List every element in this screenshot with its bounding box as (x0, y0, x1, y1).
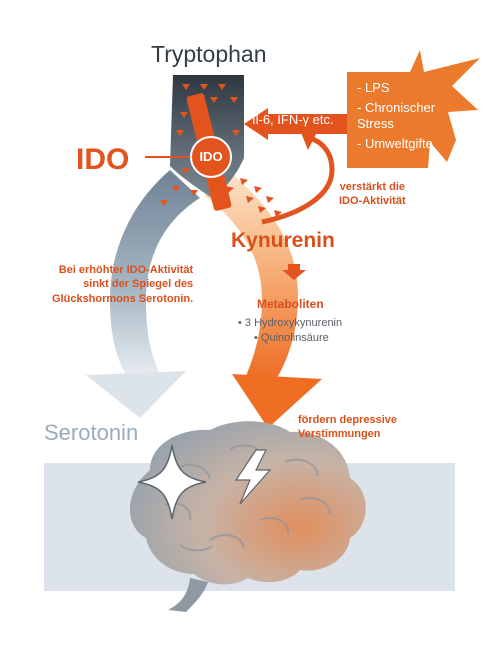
trigger-item: - LPS (357, 80, 390, 95)
serotonin-note-line: Glückshormons Serotonin. (52, 292, 194, 305)
trigger-item-text: - Chronischer Stress (357, 99, 436, 131)
metabolite-item: • 3 Hydroxykynurenin (238, 317, 343, 329)
ido-enzyme-label: IDO (199, 149, 223, 164)
cytokine-arrow (244, 108, 356, 140)
metabolite-item: • Quinolinsäure (254, 331, 329, 344)
title-tryptophan: Tryptophan (151, 41, 267, 67)
enhance-note-line: verstärkt die (339, 181, 406, 193)
serotonin-note: Bei erhöhter IDO-Aktivität sinkt der Spi… (52, 263, 193, 306)
depression-note-line: fördern depressive (298, 414, 398, 426)
enhance-note: verstärkt die IDO-Aktivität (339, 181, 406, 209)
enhance-note-line: IDO-Aktivität (339, 194, 406, 207)
serotonin-arrow (86, 170, 200, 418)
metabolites-heading: Metaboliten (257, 297, 324, 311)
serotonin-note-line: Bei erhöhter IDO-Aktivität (58, 264, 194, 276)
cytokines-label: Il-6, IFN-γ etc. (252, 112, 334, 127)
ido-label: IDO (76, 143, 130, 176)
depression-note: fördern depressive Verstimmungen (298, 413, 397, 442)
kynurenine-label: Kynurenin (231, 229, 335, 252)
serotonin-label: Serotonin (44, 420, 139, 445)
down-arrow (282, 264, 306, 280)
sparkle-icon (137, 444, 207, 520)
starburst-icon (347, 50, 480, 168)
brain-icon (129, 421, 366, 612)
trigger-item: - Chronischer Stress (357, 100, 453, 132)
metabolites-list: • 3 Hydroxykynurenin • Quinolinsäure (238, 316, 342, 346)
ido-enzyme (145, 93, 232, 211)
serotonin-note-line: sinkt der Spiegel des (83, 278, 194, 291)
depression-note-line: Verstimmungen (298, 428, 381, 441)
enhance-arrow (261, 130, 335, 225)
kynurenine-arrow (205, 165, 322, 428)
trigger-item: - Umweltgifte (357, 135, 433, 151)
trigger-list: - LPS - Chronischer Stress - Umweltgifte (357, 80, 453, 155)
lightning-icon (234, 449, 272, 505)
